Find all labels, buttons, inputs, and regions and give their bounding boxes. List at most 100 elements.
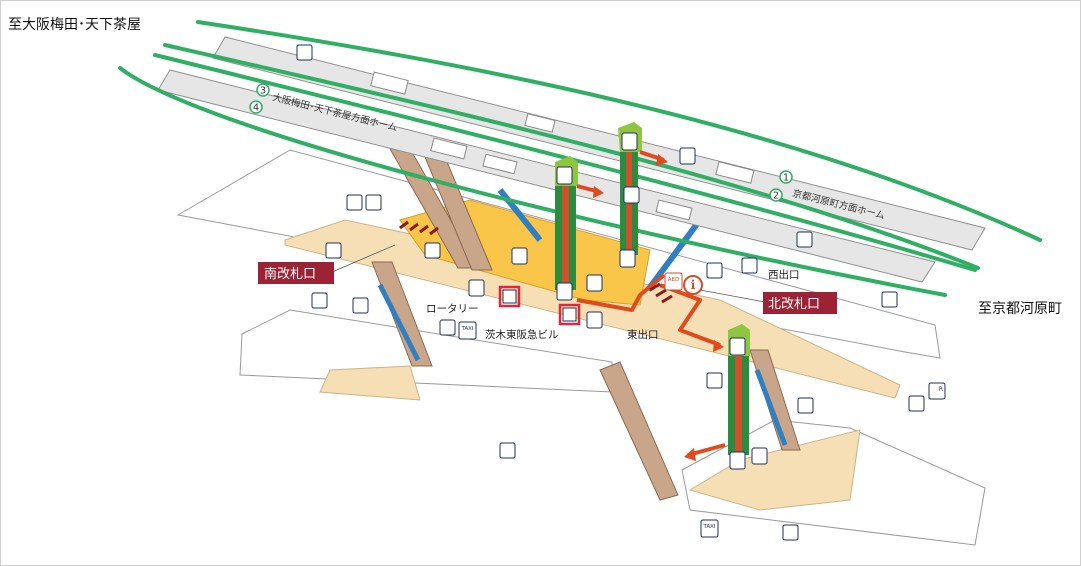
telephone-icon xyxy=(511,247,528,265)
track-3-line xyxy=(153,53,977,272)
north-gate-leader xyxy=(699,289,766,303)
bus-icon xyxy=(782,524,799,541)
platforms xyxy=(157,36,986,283)
ground-area-left xyxy=(319,365,421,401)
information-icon xyxy=(683,275,703,295)
aed-icon-label: AED xyxy=(668,277,679,283)
platform-opening xyxy=(524,113,556,133)
platform-opening xyxy=(430,137,468,160)
south-gate-tag xyxy=(258,262,334,284)
telephone-icon xyxy=(751,447,768,465)
ticket-gates xyxy=(399,220,673,304)
restroom-icon xyxy=(346,194,363,211)
stairs-lower-mid xyxy=(599,361,679,501)
taxi-icon-label: TAXI xyxy=(702,524,715,530)
elevator-icon xyxy=(556,166,573,185)
ticket-machines xyxy=(498,285,581,326)
ticket-machine-icon xyxy=(502,289,517,304)
elevator-shaft-3-green xyxy=(742,355,749,455)
escalator-3 xyxy=(377,283,421,362)
escalator-4 xyxy=(754,369,788,446)
coin-locker-icon xyxy=(706,372,723,389)
elevator-shaft-1-red xyxy=(562,185,569,290)
locker-icon xyxy=(325,242,342,259)
arrowhead xyxy=(684,448,696,461)
elevator-shaft-1-green xyxy=(569,185,576,290)
south-gate-label: 南改札口 xyxy=(264,266,316,282)
taxi-icon xyxy=(458,321,477,340)
track-number-3-label: 3 xyxy=(260,86,266,97)
bus-icon xyxy=(311,292,328,309)
bicycle-parking-icon xyxy=(796,231,813,248)
telephone-icon xyxy=(679,147,696,165)
bicycle-icon xyxy=(881,291,898,308)
platform-opening xyxy=(715,161,755,184)
south-gate-leader xyxy=(331,244,396,273)
track-number-4-label: 4 xyxy=(253,103,259,114)
telephone-icon xyxy=(468,279,485,297)
route-arrow xyxy=(659,283,721,347)
arrowhead xyxy=(593,186,604,198)
elevator-icon xyxy=(619,249,636,268)
track-4-line xyxy=(118,66,947,297)
bicycle-icon xyxy=(908,395,925,412)
track-number-1-label: 1 xyxy=(783,173,789,184)
gate-bar xyxy=(399,220,409,230)
service-counter-icon xyxy=(424,242,441,259)
ticket-machine-highlight xyxy=(558,303,581,326)
facility-icons xyxy=(296,44,925,541)
rotary-label: ロータリー xyxy=(426,303,479,315)
locker-icon xyxy=(741,257,758,274)
wheelchair-icon xyxy=(365,194,382,211)
gate-bar xyxy=(419,224,429,234)
platform-lower xyxy=(157,69,936,283)
track-number-1 xyxy=(779,170,793,184)
platform-opening xyxy=(370,71,409,95)
telephone-icon xyxy=(586,311,603,329)
rental-bicycle-icon xyxy=(928,382,946,400)
route-arrow xyxy=(576,273,666,312)
gate-bar xyxy=(655,288,667,298)
direction-northwest: 至大阪梅田･天下茶屋 xyxy=(8,17,141,33)
bicycle-parking-icon xyxy=(296,44,313,61)
route-arrowheads xyxy=(593,154,724,461)
elevator-shaft-3-green xyxy=(728,355,735,455)
elevator-shaft-3-red xyxy=(735,355,742,455)
gate-bar xyxy=(649,282,661,292)
direction-east: 至京都河原町 xyxy=(978,301,1062,317)
locker-icon xyxy=(797,397,814,414)
aed-icon xyxy=(664,272,683,291)
bicycle-icon xyxy=(499,442,516,459)
bicycle-icon xyxy=(352,297,369,314)
track-number-2 xyxy=(769,188,783,202)
stairs-lower-right xyxy=(749,349,801,451)
bus-icon xyxy=(439,319,456,336)
tracks xyxy=(118,20,1042,297)
north-gate-tag xyxy=(763,292,837,314)
elevator-icons xyxy=(556,132,746,470)
north-gate-label: 北改札口 xyxy=(768,297,820,312)
track-number-4 xyxy=(249,100,263,114)
information-icon-label: i xyxy=(691,278,696,292)
track-number-2-label: 2 xyxy=(773,191,779,202)
east-exit-label: 東出口 xyxy=(627,328,659,341)
telephone-icon xyxy=(623,186,640,204)
ticket-machine-highlight xyxy=(498,285,521,308)
elevator-icon xyxy=(729,451,746,470)
gate-bar xyxy=(409,222,419,232)
track-numbers: 1 2 3 4 xyxy=(249,83,793,202)
telephone-icons xyxy=(468,147,768,465)
platform-opening xyxy=(482,153,518,175)
telephone-icon xyxy=(586,274,603,292)
elevator-icon xyxy=(556,282,573,301)
elevator-icon xyxy=(729,337,746,356)
track-number-3 xyxy=(256,83,270,97)
elevator-shaft-2-green xyxy=(620,140,626,255)
ticket-machine-icon xyxy=(562,307,577,322)
elevator-shaft-1-green xyxy=(555,185,562,290)
escalator-2 xyxy=(645,218,703,292)
taxi-icon-label: TAXI xyxy=(460,326,473,332)
west-exit-label: 西出口 xyxy=(768,268,800,281)
